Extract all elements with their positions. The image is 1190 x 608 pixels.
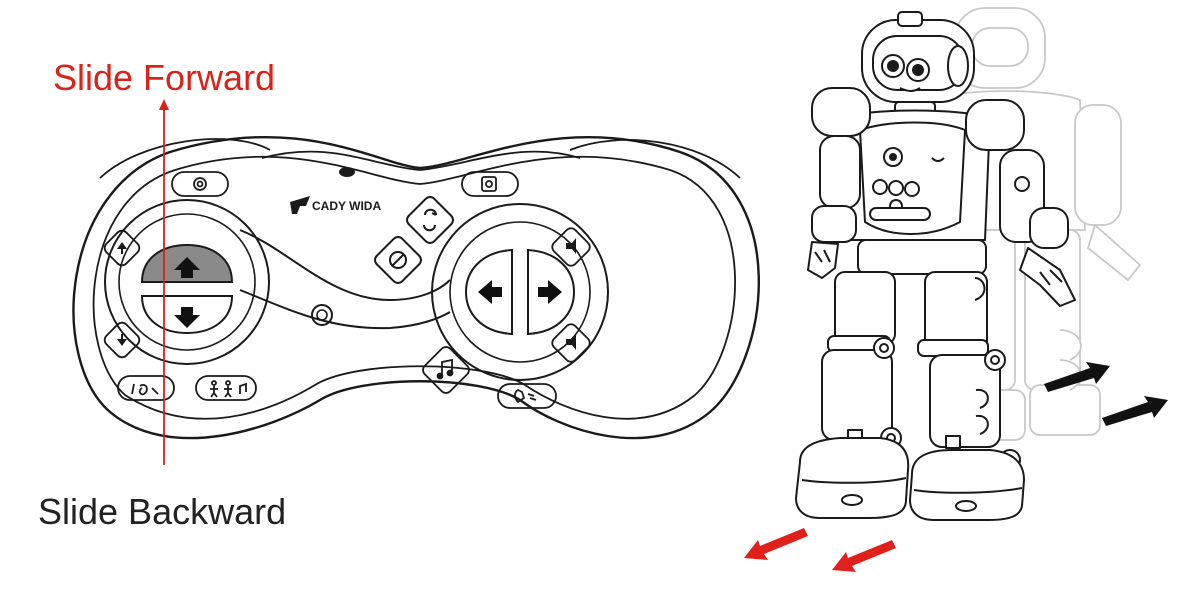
- up-arrow-icon: [174, 257, 200, 278]
- brand-text: CADY WIDA: [312, 199, 381, 213]
- music-icon: [436, 358, 454, 380]
- volume-down-button[interactable]: [550, 322, 592, 364]
- left-up-button[interactable]: [102, 228, 142, 268]
- slide-forward-label: Slide Forward: [53, 57, 276, 98]
- gear-button[interactable]: [171, 171, 229, 197]
- robot-torso: [839, 109, 991, 241]
- robot-right-foot: [909, 449, 1025, 521]
- right-pad-inner-ring: [449, 221, 591, 363]
- turn-right-button[interactable]: [527, 248, 576, 336]
- motion-arrows: [744, 362, 1168, 572]
- top-bridge: [261, 150, 581, 171]
- dance-icon: [210, 380, 247, 398]
- center-pivot: [311, 304, 333, 326]
- program-button[interactable]: [117, 375, 175, 401]
- remote-controller: [72, 136, 760, 440]
- back-arrow-upper-icon: [1044, 362, 1110, 392]
- brand-logo: CADY WIDA: [290, 196, 381, 214]
- left-down-button[interactable]: [102, 320, 142, 360]
- dance-button[interactable]: [195, 375, 257, 401]
- leader-arrowhead: [159, 99, 169, 110]
- forward-arrow-right-icon: [832, 540, 896, 572]
- gear-icon: [193, 177, 207, 191]
- robot-right-arm: [965, 99, 1076, 307]
- antenna-knob: [339, 167, 355, 177]
- volume-up-button[interactable]: [550, 226, 592, 268]
- robot-head: [861, 11, 975, 103]
- slide-forward-button[interactable]: [140, 243, 234, 283]
- camera-icon: [481, 176, 497, 192]
- turn-left-button[interactable]: [464, 248, 513, 336]
- music-note-icon: [131, 383, 159, 396]
- back-arrow-lower-icon: [1102, 396, 1168, 426]
- robot: [795, 11, 1076, 521]
- slide-backward-label: Slide Backward: [38, 491, 287, 532]
- forward-arrow-left-icon: [744, 528, 808, 560]
- small-down-arrow-icon: [117, 334, 127, 346]
- gesture-icon: [514, 388, 537, 404]
- down-arrow-icon: [174, 307, 200, 328]
- cancel-button[interactable]: [373, 235, 424, 286]
- robot-left-leg: [821, 271, 902, 449]
- gesture-button[interactable]: [497, 383, 557, 409]
- volume-down-icon: [566, 334, 576, 350]
- left-bumper: [99, 138, 271, 179]
- right-pad-ring: [431, 203, 609, 381]
- volume-up-icon: [566, 238, 576, 254]
- loop-icon: [423, 208, 437, 232]
- slide-backward-button[interactable]: [140, 295, 234, 335]
- robot-left-arm: [807, 87, 871, 279]
- loop-button[interactable]: [405, 195, 456, 246]
- left-arrow-icon: [478, 280, 502, 304]
- left-pad-ring: [104, 199, 270, 365]
- right-arrow-icon: [538, 280, 562, 304]
- small-up-arrow-icon: [117, 242, 127, 254]
- left-pad-inner-ring: [118, 213, 256, 351]
- center-swoosh-bottom: [239, 289, 451, 330]
- center-swoosh-top: [239, 229, 451, 301]
- cancel-icon: [389, 251, 407, 269]
- robot-left-foot: [795, 437, 910, 519]
- music-button[interactable]: [421, 345, 472, 396]
- camera-button[interactable]: [461, 171, 519, 197]
- center-pivot-inner: [316, 309, 328, 321]
- remote-outer-shell: [72, 136, 760, 440]
- brand-mark: [290, 196, 310, 214]
- remote-inner-shell: [92, 155, 736, 420]
- right-bumper: [569, 139, 741, 179]
